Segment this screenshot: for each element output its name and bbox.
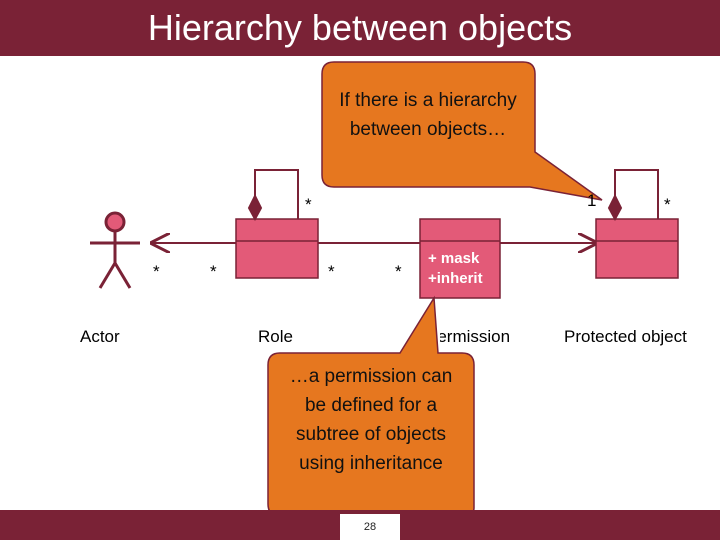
protected-object-class: [595, 218, 679, 279]
role-self-association: [247, 169, 299, 222]
mult-role-perm-left: *: [328, 262, 335, 281]
mult-actor-role-left: *: [153, 262, 160, 281]
mult-object-self: *: [664, 195, 671, 214]
mult-role-perm-right: *: [395, 262, 402, 281]
protected-object-label: Protected object: [564, 327, 687, 346]
actor-figure: [90, 211, 140, 289]
top-callout-text: If there is a hierarchy between objects…: [339, 90, 517, 140]
attribute-inherit: +inherit: [428, 270, 483, 287]
slide-title: Hierarchy between objects: [147, 7, 573, 48]
mult-role-self: *: [305, 195, 312, 214]
role-class: [235, 218, 319, 279]
mult-actor-role-right: *: [210, 262, 217, 281]
role-label: Role: [258, 327, 293, 346]
permission-attributes: + mask +inherit: [428, 249, 483, 289]
object-self-association: [607, 169, 659, 222]
permission-label: Permission: [426, 327, 511, 346]
title-bar: [0, 0, 720, 56]
bottom-callout-text: …a permission can be defined for a subtr…: [289, 366, 453, 474]
permission-class: [419, 218, 501, 299]
actor-label: Actor: [80, 327, 120, 346]
attribute-mask: + mask: [428, 250, 480, 267]
page-number: 28: [340, 514, 400, 540]
mult-perm-object: 1: [587, 191, 597, 210]
top-callout: [321, 61, 603, 201]
